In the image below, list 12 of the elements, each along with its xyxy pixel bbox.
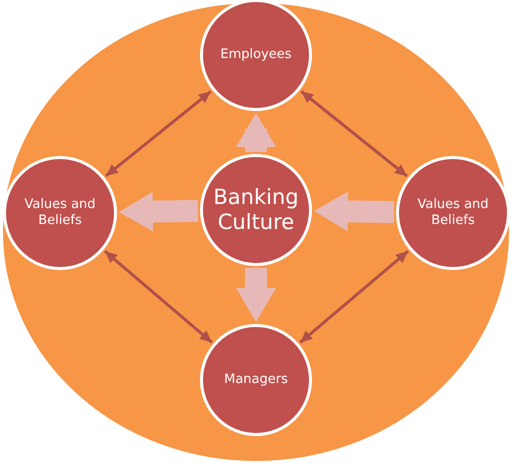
double-arrow (105, 90, 212, 178)
double-arrow (104, 250, 213, 344)
block-arrow (119, 192, 198, 232)
node-label: Values and Beliefs (416, 197, 490, 229)
node-label: Banking Culture (212, 184, 300, 236)
double-arrow (299, 250, 409, 344)
block-arrow (236, 113, 276, 152)
node-label: Managers (224, 372, 288, 388)
block-arrow (236, 268, 276, 322)
node-label: Values and Beliefs (23, 197, 97, 229)
node-label: Employees (220, 47, 292, 63)
double-arrow (300, 90, 408, 178)
